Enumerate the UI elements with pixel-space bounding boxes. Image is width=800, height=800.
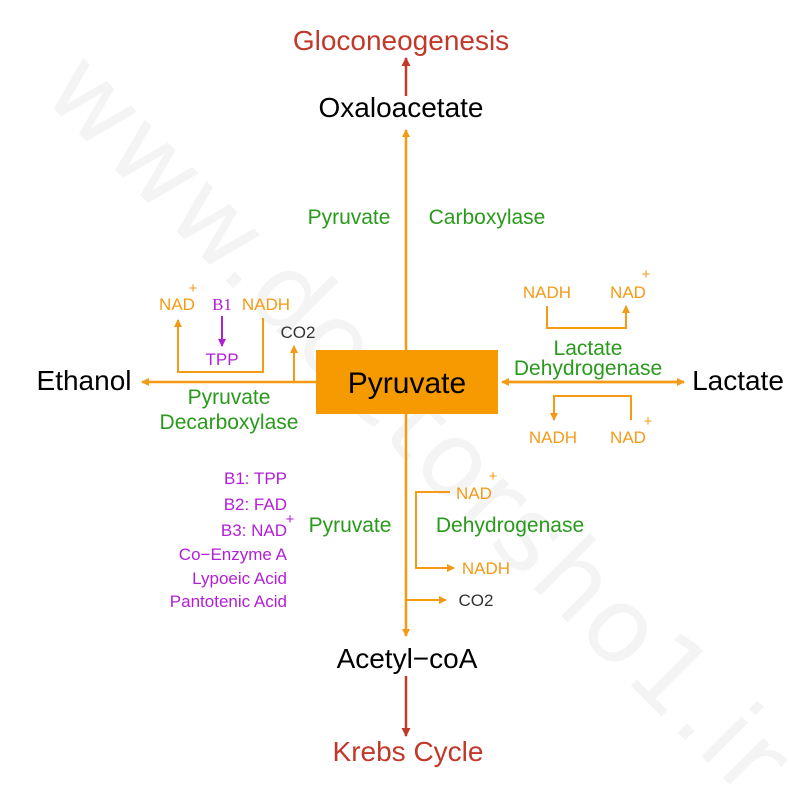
acetyl-coa-label: Acetyl−coA [337, 643, 478, 674]
lactate-nad-top-label: NAD [610, 283, 646, 302]
enzyme-pyruvate-dehydrogenase-1: Pyruvate [309, 514, 392, 537]
enzyme-pyruvate-decarboxylase-2: Decarboxylase [160, 411, 299, 434]
vitamin-item: Lypoeic Acid [192, 569, 287, 588]
vitamin-item: B3: NAD [221, 521, 287, 540]
tpp-label: TPP [205, 350, 238, 369]
lactate-nadh-top-label: NADH [523, 283, 571, 302]
vitamin-item: Pantotenic Acid [170, 592, 287, 611]
pyruvate-label: Pyruvate [348, 367, 466, 400]
pdh-nad-plus: + [489, 468, 498, 485]
ethanol-nad-plus: + [189, 280, 198, 297]
enzyme-lactate-dehydrogenase-2: Dehydrogenase [514, 357, 662, 380]
vitamin-b3-plus: + [286, 511, 295, 528]
lactate-nad-bottom-label: NAD [610, 428, 646, 447]
lactate-nad-bottom-plus: + [644, 413, 653, 430]
oxaloacetate-label: Oxaloacetate [319, 92, 484, 123]
lactate-label: Lactate [692, 365, 784, 396]
gluconeogenesis-label: Gloconeogenesis [293, 25, 509, 56]
pdh-co2-label: CO2 [459, 591, 494, 610]
enzyme-pyruvate-carboxylase-1: Pyruvate [308, 206, 391, 229]
vitamin-list: B1: TPP B2: FAD B3: NAD + Co−Enzyme A Ly… [170, 469, 295, 611]
pdh-nad-label: NAD [456, 484, 492, 503]
ethanol-nad-label: NAD [159, 295, 195, 314]
vitamin-item: B2: FAD [224, 495, 287, 514]
krebs-cycle-label: Krebs Cycle [333, 736, 484, 767]
arrow-nadh-to-nad-lactate-top [546, 305, 630, 329]
enzyme-pyruvate-dehydrogenase-2: Dehydrogenase [436, 514, 584, 537]
enzyme-lactate-dehydrogenase-1: Lactate [554, 337, 623, 360]
vitamin-item: B1: TPP [224, 469, 287, 488]
ethanol-label: Ethanol [37, 365, 132, 396]
vitamin-item: Co−Enzyme A [179, 545, 288, 564]
arrow-nad-to-nadh-pdh [415, 491, 455, 572]
arrow-nad-to-nadh-lactate-bottom [550, 395, 632, 421]
arrow-nadh-to-nad-ethanol [174, 318, 264, 373]
lactate-nad-top-plus: + [642, 266, 651, 283]
pdh-nadh-label: NADH [462, 559, 510, 578]
enzyme-pyruvate-decarboxylase-1: Pyruvate [188, 386, 271, 409]
enzyme-pyruvate-carboxylase-2: Carboxylase [429, 206, 546, 229]
lactate-nadh-bottom-label: NADH [529, 428, 577, 447]
ethanol-nadh-label: NADH [242, 295, 290, 314]
pyruvate-box [316, 350, 498, 414]
b1-label: B1 [212, 295, 232, 314]
ethanol-co2-label: CO2 [281, 323, 316, 342]
